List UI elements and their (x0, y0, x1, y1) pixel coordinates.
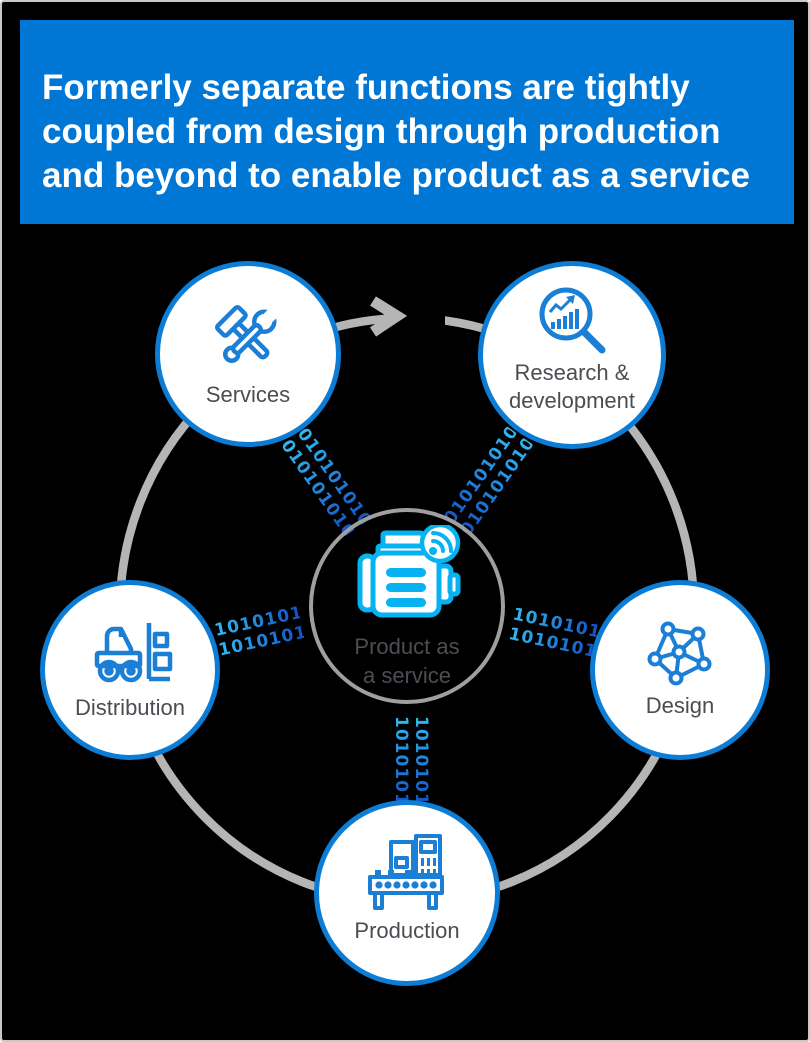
magnifier-chart-icon (539, 287, 606, 354)
node-product-as-a-service: Product as a service (309, 508, 505, 704)
node-distribution: Distribution (40, 580, 220, 760)
node-label-line-2: development (509, 388, 635, 413)
node-label: Design (645, 693, 715, 718)
header-title-line-3: and beyond to enable product as a servic… (42, 156, 750, 195)
node-label-line-2: a service (362, 663, 452, 688)
trend-line-icon (548, 297, 573, 313)
forklift-icon (94, 623, 173, 683)
node-label-line-1: Product as (354, 634, 460, 659)
header-title-line-1: Formerly separate functions are tightly (42, 68, 690, 107)
hammer-wrench-icon (214, 304, 279, 364)
node-label: Product as a service (354, 632, 459, 690)
bar-chart-icon (551, 309, 579, 329)
wifi-icon (419, 525, 461, 564)
factory-machine-icon (368, 834, 444, 910)
node-label: Services (205, 382, 291, 407)
node-research-development: Research & development (478, 261, 666, 449)
binary-line: 1010101 (411, 716, 431, 806)
header-title-line-2: coupled from design through production (42, 112, 721, 151)
wrench-icon (222, 307, 279, 364)
node-production: Production (314, 800, 500, 986)
binary-line: 1010101 (391, 716, 411, 806)
trend-arrowhead-icon (566, 295, 575, 304)
node-label: Production (354, 918, 460, 943)
node-label: Distribution (74, 695, 186, 720)
clockwise-arrow-icon (369, 296, 408, 337)
node-label-line-1: Research & (514, 360, 630, 385)
network-mesh-icon (647, 621, 712, 686)
node-label: Research & development (509, 359, 635, 415)
node-services: Services (155, 261, 341, 447)
node-design: Design (590, 580, 770, 760)
engine-icon (357, 525, 461, 618)
binary-stream-bottom: 1010101 1010101 (391, 716, 431, 802)
header-banner: Formerly separate functions are tightly … (20, 20, 794, 224)
